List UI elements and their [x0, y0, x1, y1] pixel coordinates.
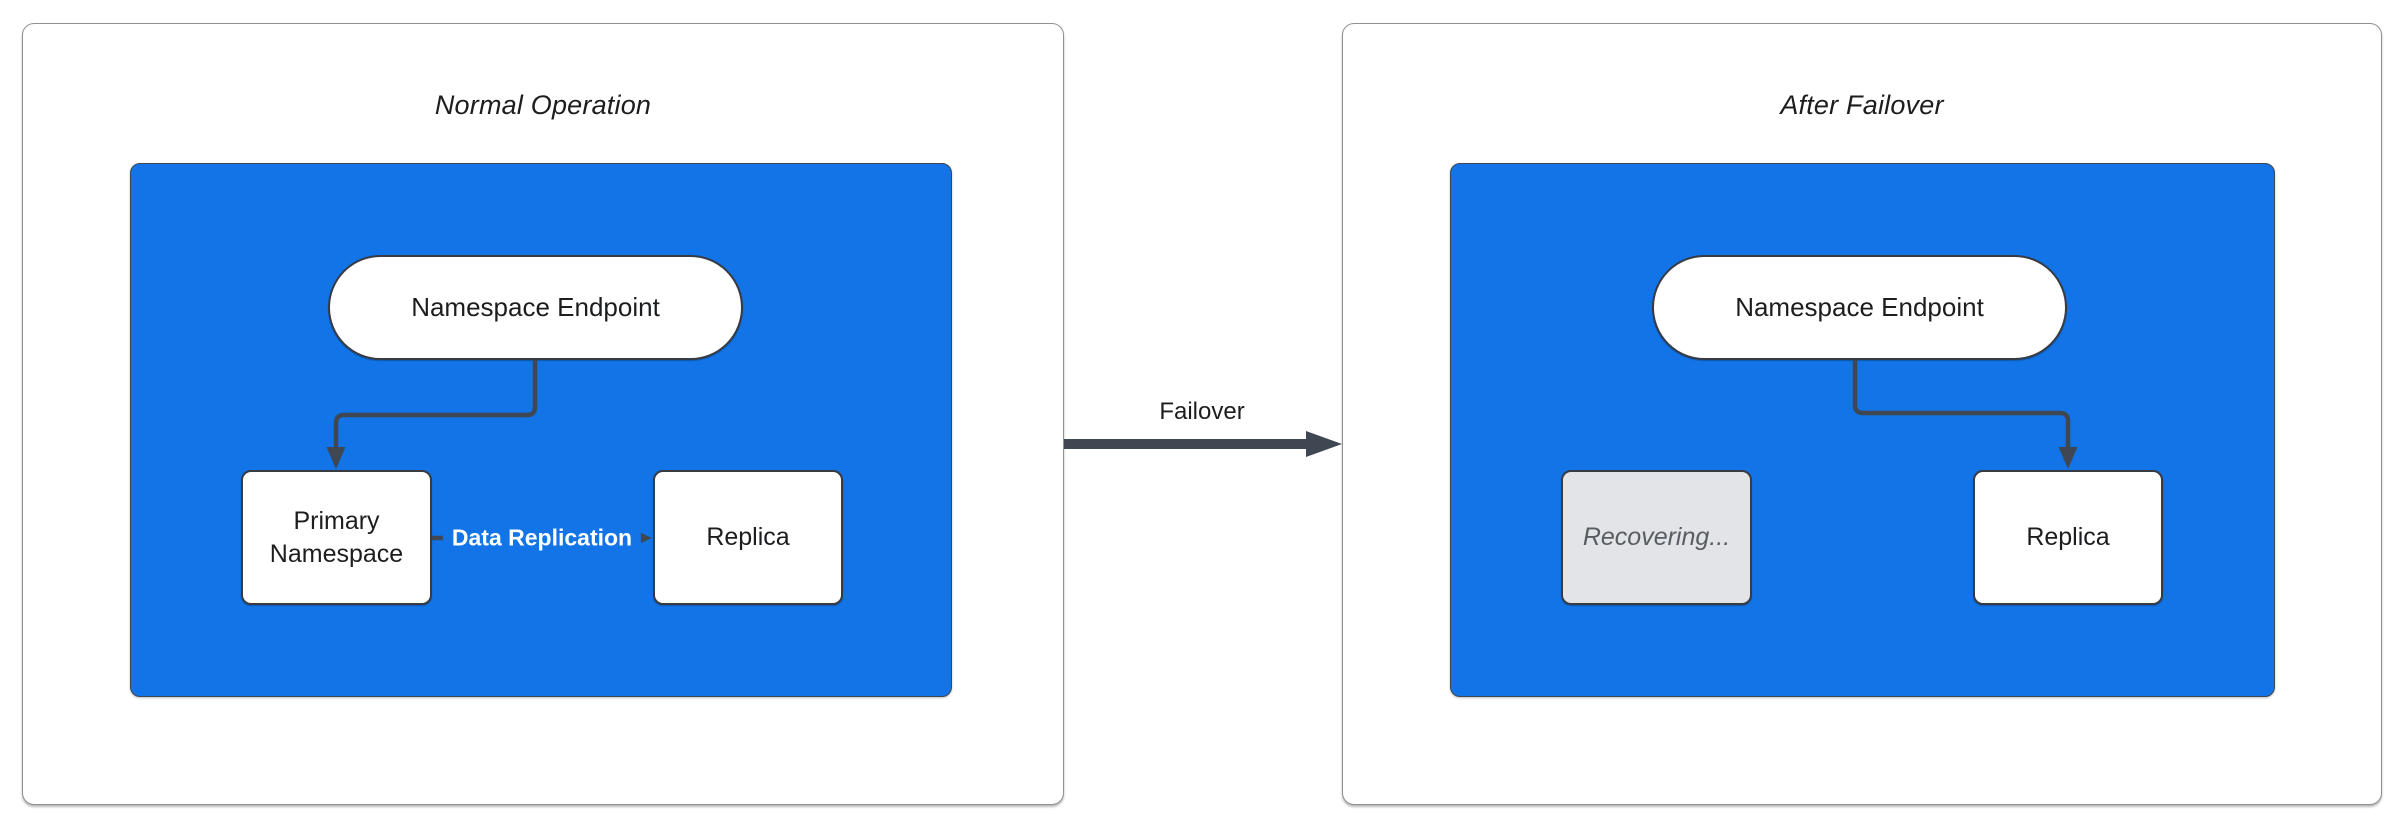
cluster-normal-operation — [130, 163, 952, 697]
node-label-replica-failover: Replica — [2026, 523, 2110, 551]
node-namespace-endpoint-failover: Namespace Endpoint — [1652, 255, 2067, 360]
node-recovering: Recovering... — [1561, 470, 1752, 605]
node-label-replica-normal: Replica — [706, 523, 790, 551]
panel-title-after-failover: After Failover — [1780, 90, 1944, 120]
node-label-namespace-endpoint-failover: Namespace Endpoint — [1735, 292, 1984, 322]
edge-label-failover: Failover — [1153, 398, 1251, 426]
panel-title-normal-operation: Normal Operation — [434, 90, 652, 120]
node-label-namespace-endpoint-normal: Namespace Endpoint — [411, 292, 660, 322]
node-namespace-endpoint-normal: Namespace Endpoint — [328, 255, 743, 360]
node-replica-normal: Replica — [653, 470, 843, 605]
edge-label-data-replication: Data Replication — [442, 522, 642, 554]
node-primary-namespace: Primary Namespace — [241, 470, 432, 605]
node-label-recovering: Recovering... — [1582, 523, 1731, 551]
arrowhead-failover — [1306, 431, 1342, 457]
cluster-after-failover — [1450, 163, 2275, 697]
node-label-primary-namespace: Primary Namespace — [269, 506, 404, 568]
node-replica-failover: Replica — [1973, 470, 2163, 605]
